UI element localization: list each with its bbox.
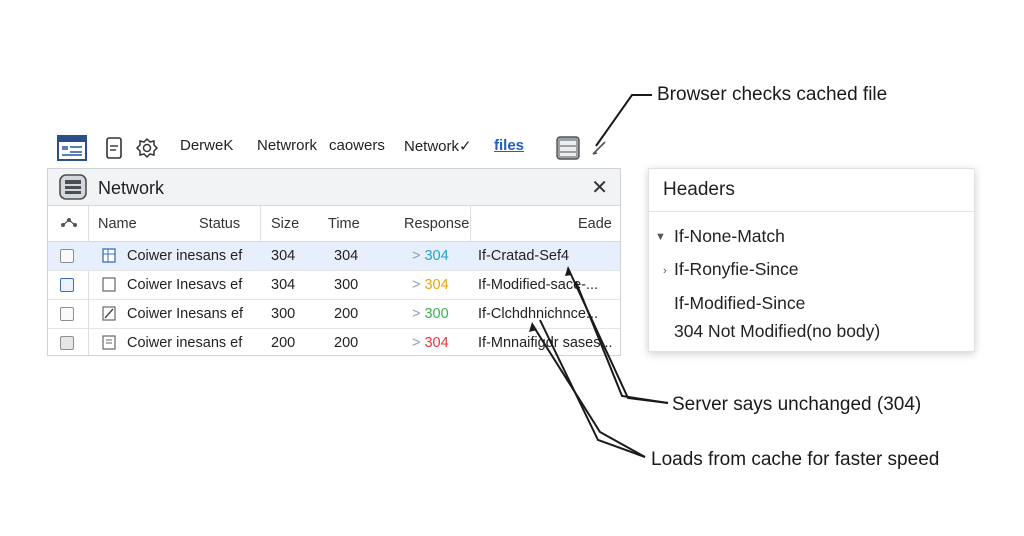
arrow-icon: > [412,277,421,293]
request-time: 200 [334,306,359,322]
edit-file-icon [102,306,116,321]
arrowhead-2 [529,322,537,332]
column-time[interactable]: Time [328,216,360,232]
column-status[interactable]: Status [199,216,241,232]
response-code: 304 [424,335,449,351]
request-size: 304 [271,277,296,293]
tab-network-2[interactable]: Network✓ [404,138,472,155]
arrow-browser-checks [595,94,652,147]
server-icon[interactable] [554,134,582,162]
row-checkbox[interactable] [60,249,74,263]
request-name: Coiwer Inesavs ef [127,277,243,293]
document-icon[interactable] [104,134,124,162]
arrow-icon: > [412,248,421,264]
arrow-server-unchanged-2 [575,281,669,404]
arrow-server-unchanged-1 [567,267,669,404]
column-size[interactable]: Size [271,216,300,232]
table-row[interactable]: Coiwer Inesavs ef 304 300 >304 If-Modifi… [48,271,620,300]
header-item-if-modified-since[interactable]: If-Modified-Since [674,293,806,313]
arrow-icon: > [412,335,421,351]
document-file-icon [102,335,116,350]
column-eade[interactable]: Eade [578,216,612,232]
header-item-304-not-modified: 304 Not Modified(no body) [674,321,881,341]
column-response[interactable]: Response [404,216,470,232]
column-header-row: Name Status Size Time Response Eade [48,205,620,242]
request-size: 200 [271,335,296,351]
request-name: Coiwer inesans ef [127,248,243,264]
response-code: 300 [424,306,449,322]
arrow-loads-from-cache-1 [531,323,646,458]
request-size: 304 [271,248,296,264]
request-header-value: If-Cratad-Sef4 [478,248,570,264]
table-row[interactable]: Coiwer Inesans ef 300 200 >300 If-Clchdh… [48,300,620,329]
response-code: 304 [424,277,449,293]
headers-panel-title: Headers [663,179,735,200]
request-time: 304 [334,248,359,264]
header-item-if-none-match[interactable]: If-None-Match [674,226,785,246]
grid-file-icon [102,248,116,263]
tab-derwek[interactable]: DerweK [180,137,234,154]
annotation-loads-from-cache: Loads from cache for faster speed [651,449,940,470]
pen-icon [590,134,608,162]
arrow-loads-from-cache-2 [539,319,646,458]
headers-panel-header: Headers [649,169,974,212]
request-response: >304 [412,335,449,351]
tab-caowers[interactable]: caowers [329,137,385,154]
tab-files[interactable]: files [494,137,525,154]
request-response: >304 [412,277,449,293]
gear-icon[interactable] [134,134,160,162]
annotation-browser-checks: Browser checks cached file [657,84,888,105]
request-size: 300 [271,306,296,322]
collapse-arrow-icon[interactable]: › [663,265,667,277]
row-gutter-divider [88,205,89,355]
file-icon [102,277,116,292]
row-checkbox[interactable] [60,278,74,292]
row-checkbox[interactable] [60,336,74,350]
request-name: Coiwer inesans ef [127,335,243,351]
annotation-server-unchanged: Server says unchanged (304) [672,394,922,415]
request-response: >300 [412,306,449,322]
expand-triangle-icon[interactable]: ▼ [655,231,666,243]
table-row[interactable]: Coiwer inesans ef 304 304 >304 If-Cratad… [48,242,620,271]
request-header-value: If-Modified-sace-... [478,277,599,293]
request-header-value: If-Mnnaifigdr sases... [478,335,613,351]
request-name: Coiwer Inesans ef [127,306,244,322]
network-panel-icon [58,173,88,206]
network-panel-header: Network ✕ [48,169,620,206]
window-icon[interactable] [56,134,88,162]
arrow-icon: > [412,306,421,322]
row-checkbox[interactable] [60,307,74,321]
request-header-value: If-Clchdhnichnce... [478,306,599,322]
close-icon[interactable]: ✕ [591,177,608,199]
network-panel: Network ✕ Name Status Size Time Response… [47,168,621,356]
filter-icon[interactable] [60,216,78,234]
arrowhead-1 [565,266,572,276]
response-code: 304 [424,248,449,264]
request-time: 200 [334,335,359,351]
request-time: 300 [334,277,359,293]
request-response: >304 [412,248,449,264]
column-divider [260,205,261,241]
tab-network-1[interactable]: Netwrork [257,137,318,154]
column-divider [470,205,471,241]
header-item-if-ronyfie-since[interactable]: If-Ronyfie-Since [674,259,799,279]
table-row[interactable]: Coiwer inesans ef 200 200 >304 If-Mnnaif… [48,329,620,357]
headers-panel: Headers ▼ If-None-Match › If-Ronyfie-Sin… [648,168,975,352]
column-name[interactable]: Name [98,216,137,232]
network-panel-title: Network [98,178,165,198]
